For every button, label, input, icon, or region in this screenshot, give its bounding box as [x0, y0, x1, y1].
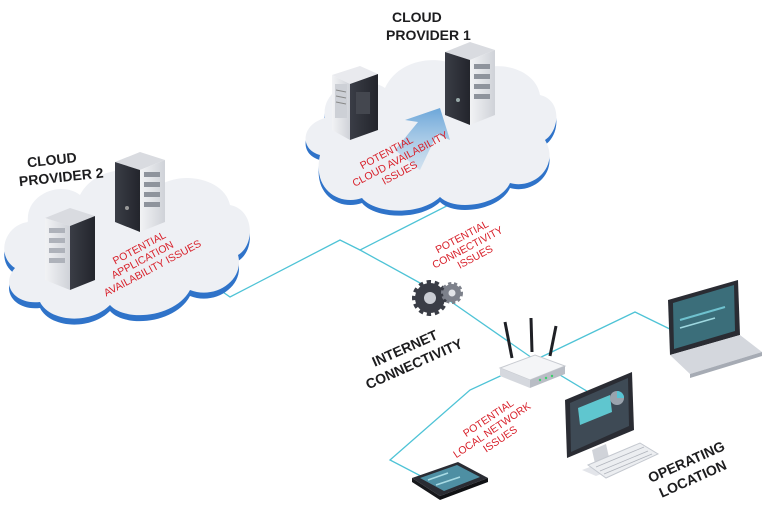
desktop-icon	[565, 372, 660, 479]
phone-icon	[412, 462, 488, 500]
server-icon	[332, 66, 378, 140]
cloud-1-label: CLOUD PROVIDER 1	[386, 9, 471, 43]
wire-router-laptop	[534, 311, 681, 361]
connectivity-issue: POTENTIAL CONNECTIVITY ISSUES	[425, 212, 513, 282]
wire-hub-router	[439, 293, 536, 361]
router-icon	[498, 317, 567, 388]
cloud-provider-1	[305, 42, 557, 216]
arrow-icon	[395, 108, 450, 170]
cloud-provider-2	[4, 152, 250, 325]
server-icon	[115, 152, 165, 232]
gear-icon	[412, 280, 463, 316]
operating-location-label: OPERATING LOCATION	[645, 436, 737, 502]
laptop-icon	[668, 280, 762, 378]
server-icon	[45, 208, 95, 290]
internet-connectivity-label: INTERNET CONNECTIVITY	[356, 318, 466, 392]
server-icon	[445, 42, 495, 125]
local-network-issue: POTENTIAL LOCAL NETWORK ISSUES	[445, 389, 543, 471]
